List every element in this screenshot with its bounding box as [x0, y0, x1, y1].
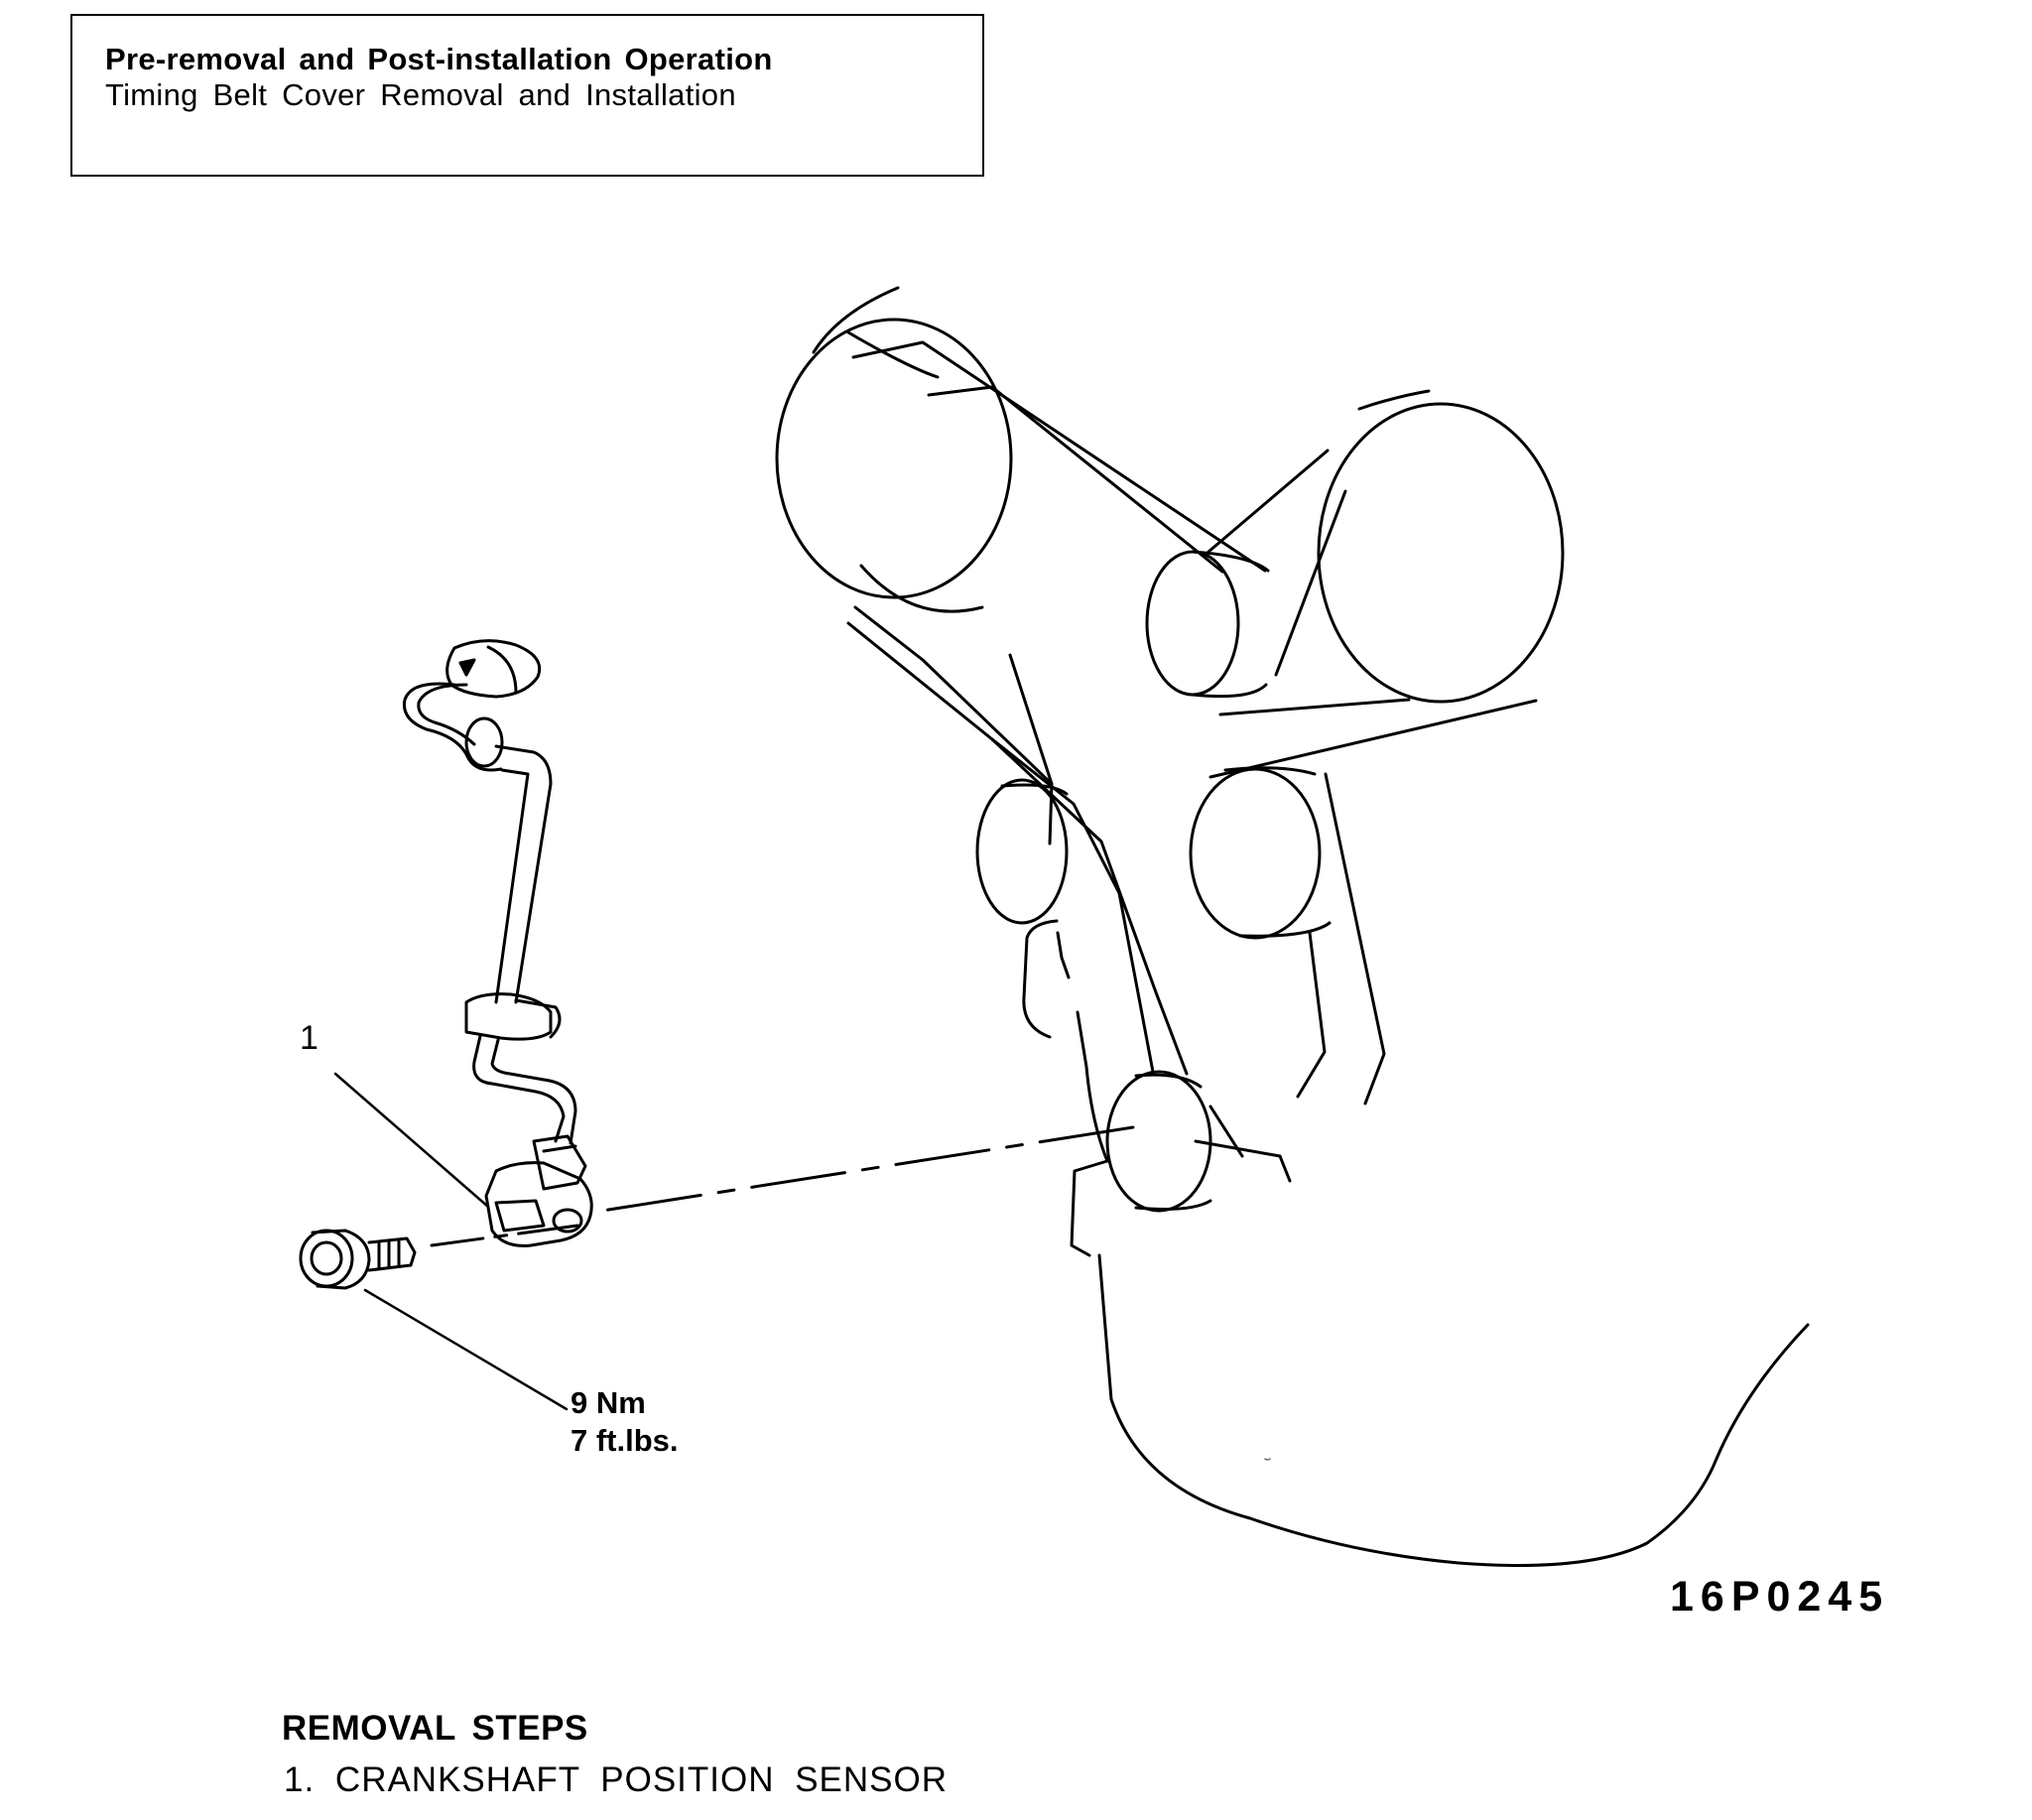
figure-code: 16P0245 [1670, 1573, 1890, 1621]
idler-pulley-left [975, 778, 1069, 925]
crankshaft-sprocket [1105, 1070, 1212, 1213]
upper-right-sprocket [1317, 389, 1565, 704]
callout-number-1: 1 [300, 1019, 318, 1057]
timing-belt [846, 340, 1538, 1183]
torque-leader [363, 1288, 569, 1411]
operation-title: Pre-removal and Post-installation Operat… [105, 42, 773, 76]
removal-steps-heading: REMOVAL STEPS [282, 1709, 588, 1748]
operation-box: Pre-removal and Post-installation Operat… [70, 14, 984, 177]
engine-block-outline [812, 286, 1810, 1567]
upper-left-sprocket [775, 318, 1013, 613]
torque-metric: 9 Nm [571, 1385, 646, 1420]
removal-step-item: 1. CRANKSHAFT POSITION SENSOR [284, 1760, 949, 1799]
torque-spec: 9 Nm 7 ft.lbs. [571, 1384, 679, 1460]
idler-pulley-right [1189, 766, 1332, 940]
callout-leader-1 [333, 1072, 490, 1209]
torque-imperial: 7 ft.lbs. [571, 1423, 679, 1458]
mounting-bolt [299, 1229, 417, 1290]
crankshaft-position-sensor [402, 639, 593, 1247]
tensioner-pulley [1145, 550, 1270, 699]
operation-subtitle: Timing Belt Cover Removal and Installati… [105, 77, 736, 112]
install-guide-line [600, 1125, 1135, 1213]
